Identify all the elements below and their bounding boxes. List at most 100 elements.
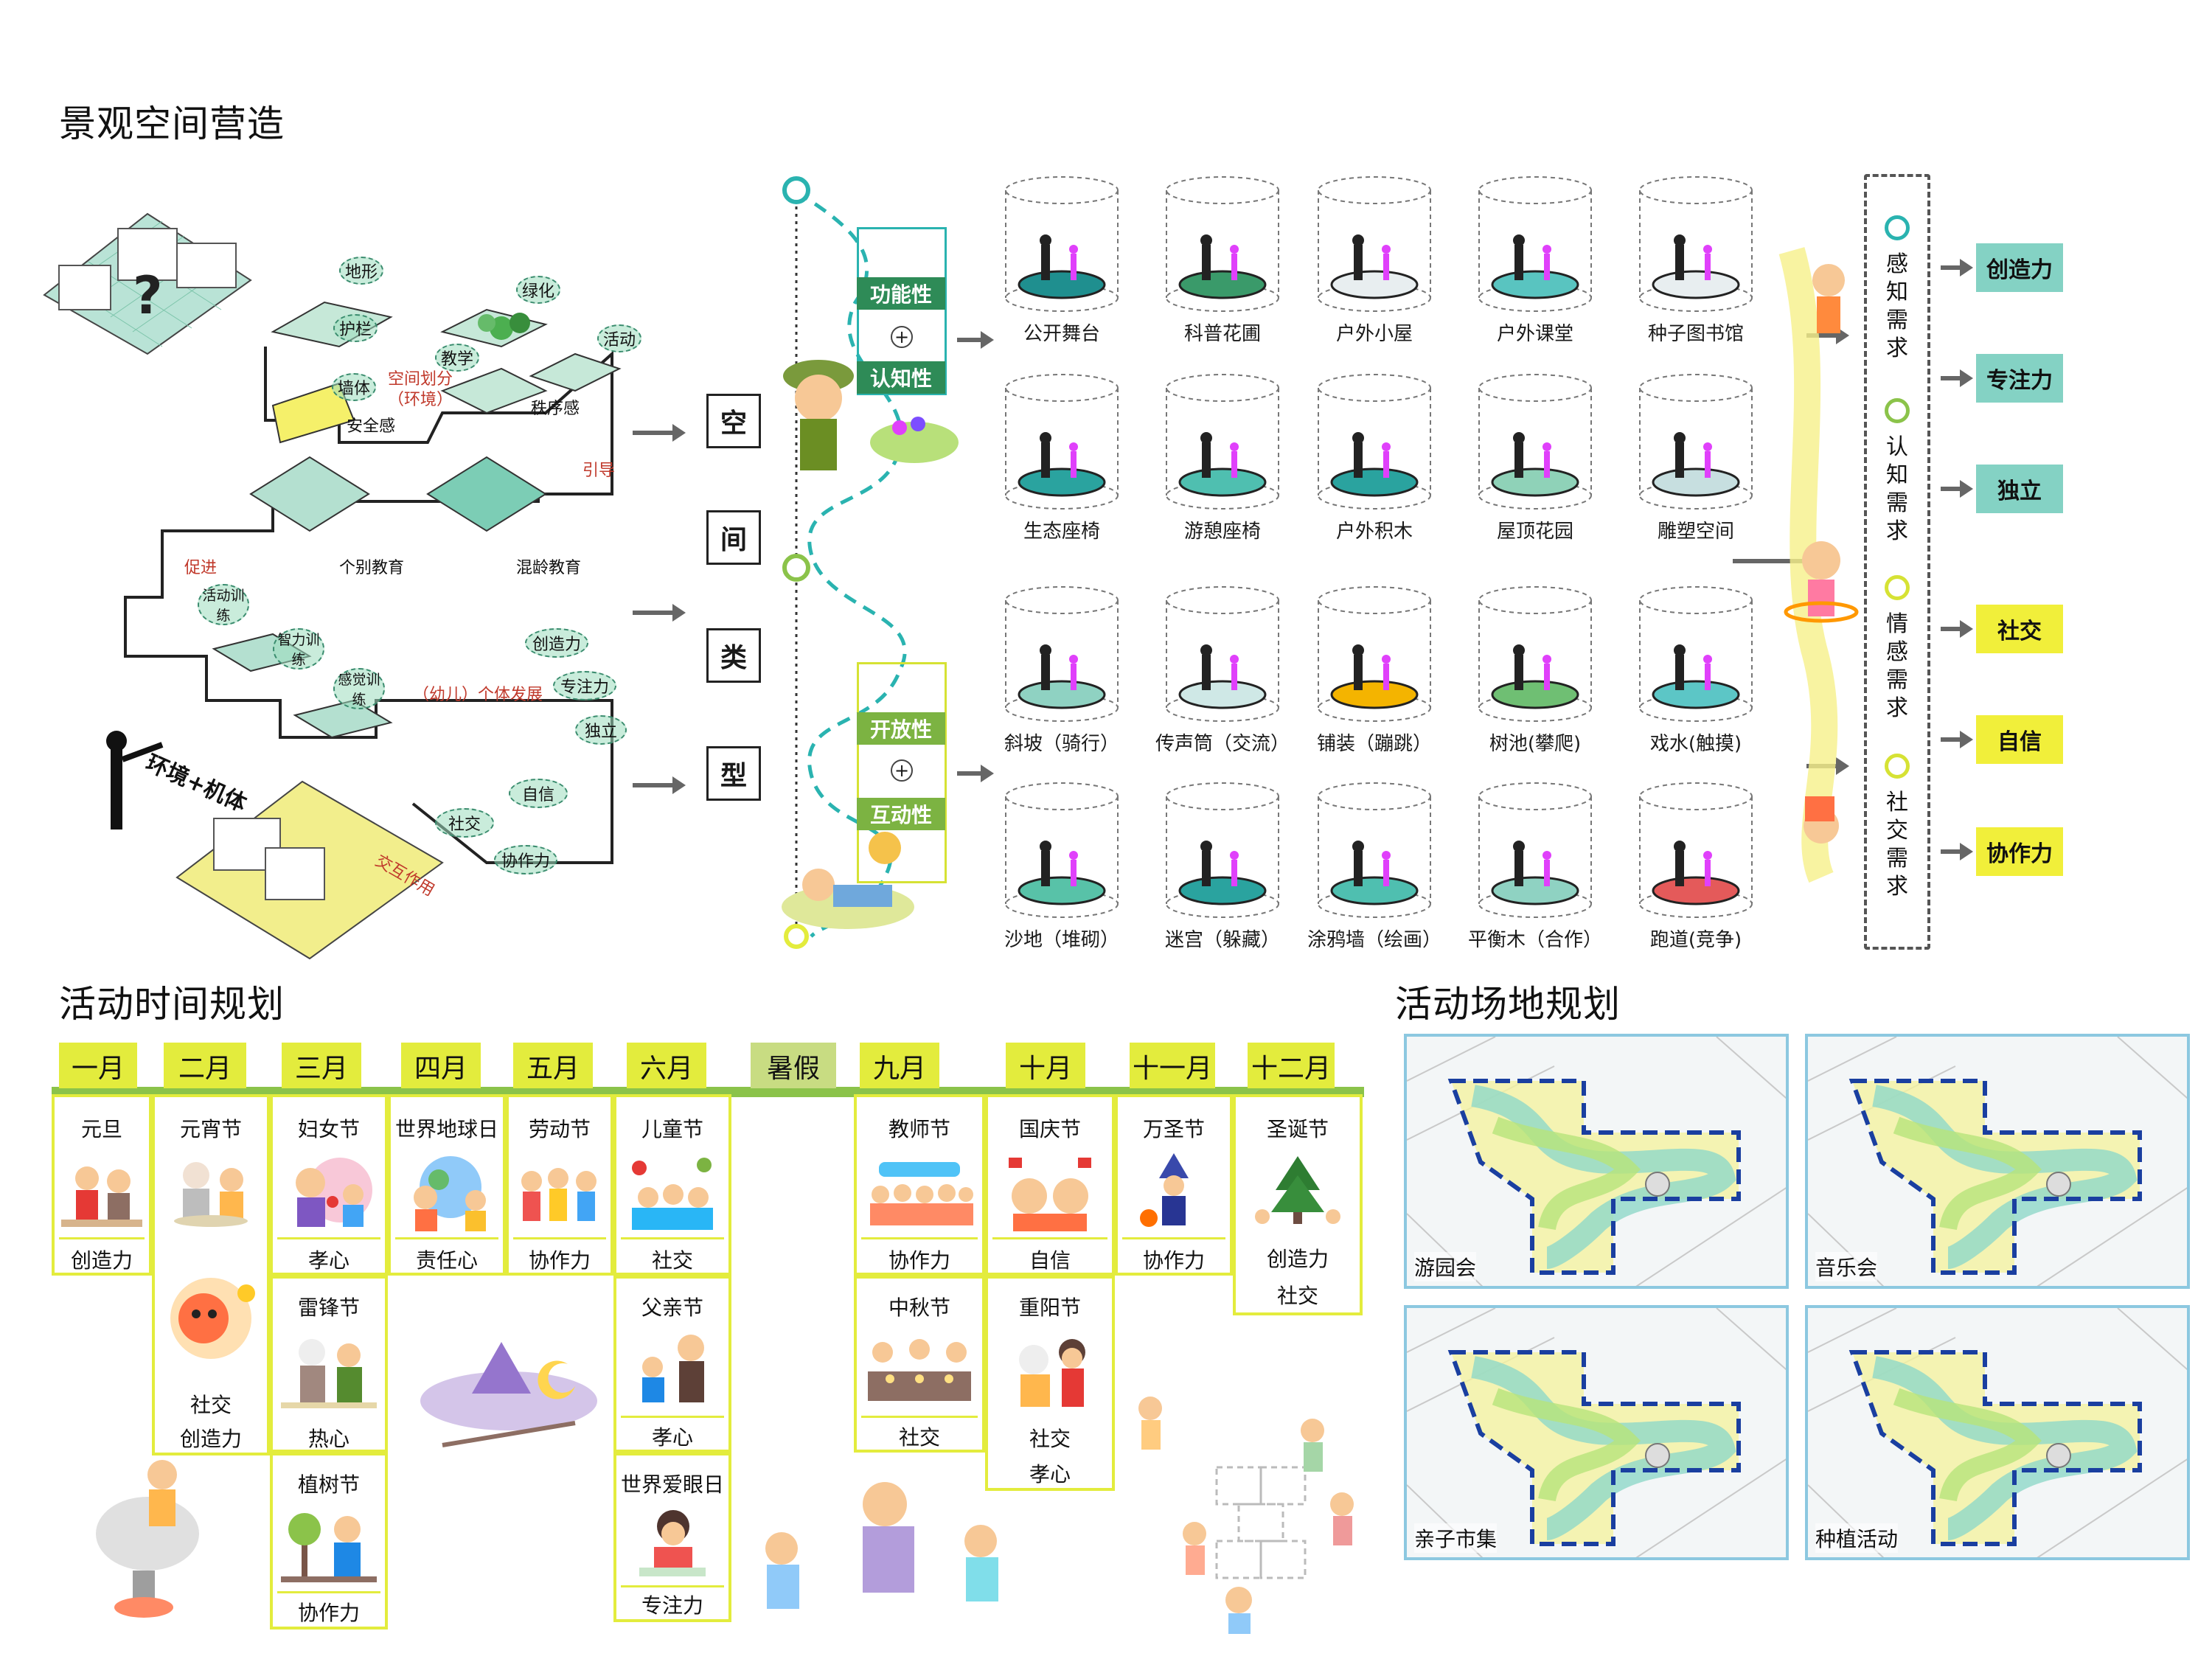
divider [277,1591,380,1593]
space-cylinder: 户外小屋 [1315,174,1433,345]
divider [861,1416,978,1418]
category-frame-yellow [857,662,947,883]
cylinder-drawing [1166,176,1279,312]
label-promote: 促进 [184,559,218,577]
month-label: 五月 [513,1043,593,1088]
tag-sense-training: 感觉训练 [333,668,385,709]
tag-confidence: 自信 [509,779,568,808]
divider [621,1585,724,1587]
cylinder-drawing [1005,586,1119,722]
divider [395,1237,498,1239]
tag-activity-training: 活动训练 [198,584,249,625]
event-illustration [1009,1158,1091,1231]
arrow-right [1941,843,1973,860]
arrow-right [1941,731,1973,748]
event-illustration [281,1513,377,1582]
event-name: 世界地球日 [394,1117,498,1141]
arrow-right [633,604,686,622]
tag-focus: 专注力 [553,671,616,700]
event-illustration [642,1335,704,1402]
month-label: 九月 [860,1043,939,1088]
space-name: 科普花圃 [1183,323,1261,345]
arrow-right [633,424,686,442]
space-name: 生态座椅 [1023,521,1100,543]
space-name: 游憩座椅 [1183,521,1261,543]
space-cylinder: 树池(攀爬) [1476,584,1594,755]
label-safety: 安全感 [347,417,396,436]
tag-greening: 绿化 [516,276,560,304]
space-name: 传声筒（交流） [1155,733,1290,755]
space-name: 树池(攀爬) [1489,733,1582,755]
label-guide: 引导 [582,462,616,480]
space-cylinder: 游憩座椅 [1164,372,1281,543]
site-plan-drawing [1808,1037,2187,1286]
event-name: 元宵节 [179,1117,242,1141]
cylinder-drawing [1639,586,1753,722]
label-environment: （环境） [388,391,453,409]
space-cylinder: 雕塑空间 [1637,372,1755,543]
divider [992,1237,1107,1239]
reading-child-illustration [782,832,914,929]
site-plan-drawing [1407,1308,1786,1557]
event-value: 协作力 [1142,1248,1205,1273]
space-name: 沙地（堆砌） [1004,929,1119,951]
space-name: 户外积木 [1335,521,1413,543]
space-name: 戏水(触摸) [1649,733,1742,755]
cylinder-drawing [1318,782,1431,918]
cylinder-drawing [1478,374,1592,509]
space-cylinder: 屋顶花园 [1476,372,1594,543]
site-plan-label: 游园会 [1414,1252,1477,1281]
cylinder-drawing [1005,374,1119,509]
event-value: 协作力 [528,1248,591,1273]
event-illustration [174,1162,248,1227]
need-ring-icon [1885,754,1910,779]
space-cylinder: 生态座椅 [1003,372,1121,543]
month-label: 十月 [1006,1043,1085,1088]
event-value: 自信 [1029,1248,1071,1273]
event-value: 创造力 [1266,1247,1329,1271]
gardener-illustration [783,360,959,470]
cylinder-drawing [1318,586,1431,722]
event-illustration [296,1158,372,1227]
event-name: 劳动节 [528,1117,591,1141]
event-value: 孝心 [307,1248,349,1273]
event-name: 儿童节 [641,1117,703,1141]
event-illustration [639,1510,706,1576]
tag-social: 社交 [435,808,494,838]
event-value: 协作力 [888,1248,950,1273]
space-name: 铺装（蹦跳） [1316,733,1432,755]
site-plan: 种植活动 [1805,1305,2190,1560]
event-value: 孝心 [651,1425,693,1450]
space-name: 涂鸦墙（绘画） [1307,929,1441,951]
event-value: 责任心 [415,1248,478,1273]
cylinder-drawing [1639,176,1753,312]
event-name: 植树节 [297,1472,360,1497]
arrow-right [1941,480,1973,498]
event-card-jun-fathers: 父亲节 孝心 [613,1276,731,1453]
space-name: 屋顶花园 [1496,521,1573,543]
event-card-dec: 圣诞节 创造力 社交 [1233,1094,1363,1315]
event-illustration [281,1339,377,1408]
cylinder-drawing [1166,374,1279,509]
svg-text:?: ? [133,265,163,326]
space-cylinder: 铺装（蹦跳） [1315,584,1433,755]
type-char-3: 类 [706,628,761,683]
type-char-1: 空 [706,394,761,448]
need-label: 认知需求 [1886,434,1908,544]
event-card-mar-womens-day: 妇女节 孝心 [270,1094,388,1276]
site-plan-drawing [1407,1037,1786,1286]
month-label: 六月 [627,1043,706,1088]
tag-wall: 墙体 [332,373,376,401]
event-value: 专注力 [641,1593,703,1618]
rocking-horse-illustration [96,1460,199,1618]
space-cylinder: 迷宫（躲藏） [1164,780,1281,951]
cylinder-drawing [1005,176,1119,312]
event-name: 妇女节 [297,1117,360,1141]
space-cylinder: 种子图书馆 [1637,174,1755,345]
event-name: 重阳节 [1018,1295,1081,1320]
cylinder-drawing [1166,782,1279,918]
event-illustration [414,1156,486,1231]
kids-ribbon [1778,247,1859,883]
event-name: 中秋节 [888,1295,950,1320]
event-name: 元旦 [80,1117,122,1141]
